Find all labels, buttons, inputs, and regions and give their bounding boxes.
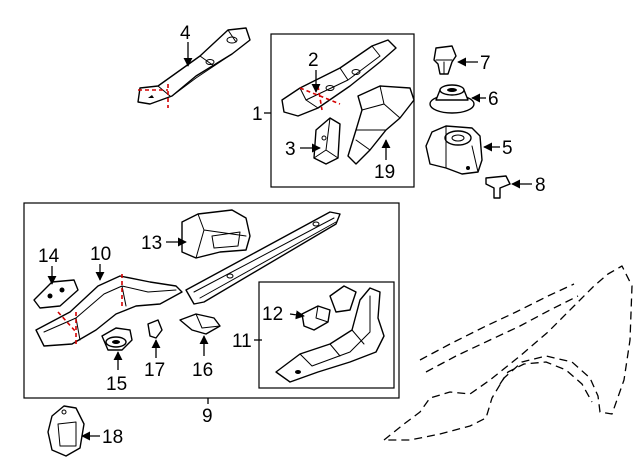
part-18-splash-shield <box>47 405 85 457</box>
part-12-bracket <box>301 305 331 331</box>
part-16-bracket <box>179 313 221 335</box>
callout-17: 17 <box>144 360 165 381</box>
callout-6: 6 <box>488 89 499 110</box>
part-6-mount <box>429 84 475 114</box>
callout-5: 5 <box>502 138 513 159</box>
part-15-cup-bracket <box>101 327 133 351</box>
callout-8: 8 <box>535 175 546 196</box>
part-19-wheelhouse-panel <box>347 85 415 165</box>
callout-1: 1 <box>252 104 263 125</box>
callout-10: 10 <box>90 244 111 265</box>
callout-7: 7 <box>480 53 491 74</box>
part-17-clip <box>147 319 163 339</box>
callout-14: 14 <box>38 246 60 267</box>
part-14-plate <box>33 279 79 309</box>
callout-12: 12 <box>262 304 283 325</box>
callout-4: 4 <box>180 23 191 44</box>
part-long-rail <box>185 211 341 305</box>
fender-reference-outline <box>383 265 633 441</box>
callout-3: 3 <box>285 139 296 160</box>
part-4-apron-reinforcement <box>137 27 251 108</box>
callout-13: 13 <box>141 233 162 254</box>
part-13-box-section <box>181 209 251 259</box>
group-9-frame <box>23 202 400 399</box>
callout-19: 19 <box>374 162 395 183</box>
callout-15: 15 <box>106 374 127 395</box>
part-3-bracket <box>313 117 341 165</box>
part-5-strut-tower <box>425 125 483 175</box>
callout-9: 9 <box>202 406 213 427</box>
part-2-upper-rail <box>281 39 397 117</box>
part-10-front-rail <box>35 274 183 347</box>
group-1-frame <box>270 33 415 188</box>
part-8-bracket <box>485 175 511 199</box>
leader-12 <box>289 310 305 320</box>
callout-11: 11 <box>232 331 252 352</box>
callout-16: 16 <box>192 360 213 381</box>
part-11-rail-assembly <box>275 285 385 383</box>
callout-18: 18 <box>102 427 123 448</box>
group-11-frame <box>258 281 395 389</box>
part-7-clip <box>433 45 457 75</box>
callout-2: 2 <box>308 50 319 71</box>
